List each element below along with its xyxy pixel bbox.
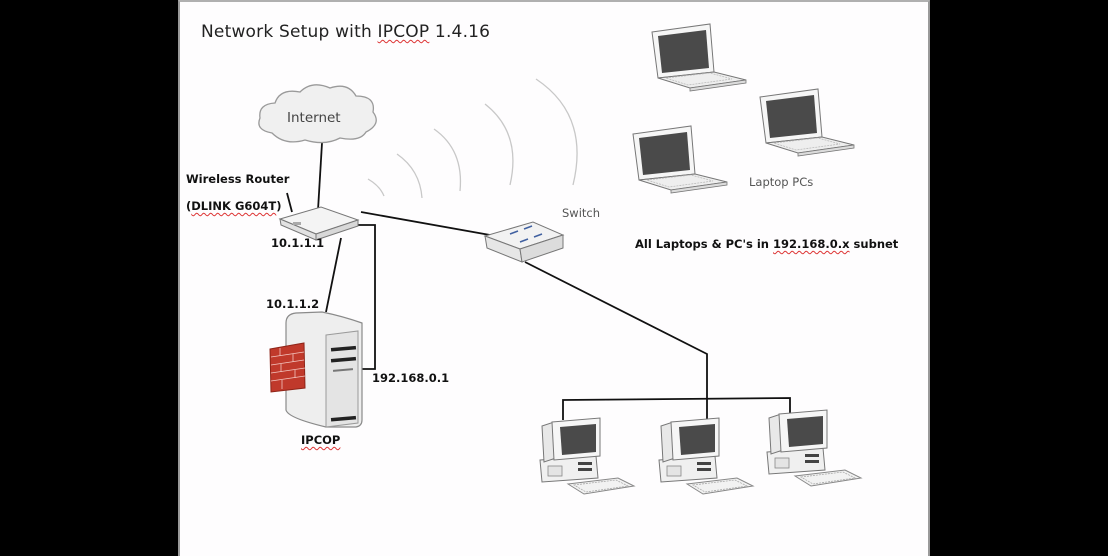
switch-icon: [483, 221, 565, 263]
ipcop-wan-ip-label: 10.1.1.2: [266, 297, 320, 311]
cloud-icon: [258, 84, 377, 144]
link-router-ipcop-lan: [352, 224, 376, 370]
router-model: DLINK G604T: [191, 199, 277, 213]
ipcop-lan-ip-label: 192.168.0.1: [372, 371, 450, 385]
router-model-paren-open: (: [186, 199, 192, 213]
desktop-pc-icon: [658, 417, 755, 495]
ipcop-label: IPCOP: [301, 433, 341, 447]
wave-2: [396, 153, 423, 199]
router-model-paren-close: ): [276, 199, 282, 213]
subnet-note-prefix: All Laptops & PC's in: [635, 237, 773, 251]
wave-1: [367, 178, 385, 197]
router-icon: [278, 206, 360, 241]
laptop-icon: [759, 88, 855, 157]
wave-3: [433, 128, 462, 192]
wave-5: [535, 78, 578, 186]
laptop-icon: [632, 125, 728, 194]
subnet-note: All Laptops & PC's in 192.168.0.x subnet: [635, 237, 898, 251]
wave-4: [484, 103, 514, 186]
internet-label: Internet: [287, 110, 341, 126]
laptops-group: [632, 23, 855, 194]
wireless-signal-waves: [367, 78, 578, 199]
link-router-ipcop-wan: [325, 237, 342, 313]
router-model-label: (DLINK G604T): [186, 199, 282, 213]
router-antenna: [286, 192, 293, 213]
desktop-pc-icon: [766, 409, 863, 487]
title-prefix: Network Setup with: [201, 22, 378, 42]
laptop-icon: [651, 23, 747, 92]
router-label: Wireless Router: [186, 172, 290, 186]
connections: [286, 142, 791, 420]
title-product: IPCOP: [377, 22, 430, 42]
link-switch-hub: [524, 261, 708, 398]
laptops-label: Laptop PCs: [749, 175, 814, 189]
desktop-pc-icon: [539, 417, 636, 495]
router-ip-label: 10.1.1.1: [271, 236, 325, 250]
diagram-title: Network Setup with IPCOP 1.4.16: [201, 22, 490, 42]
link-router-switch: [360, 211, 491, 236]
subnet-value: 192.168.0.x: [773, 237, 850, 251]
link-hub-pc1: [562, 397, 791, 420]
subnet-note-suffix: subnet: [849, 237, 899, 251]
switch-label: Switch: [562, 206, 601, 220]
desktops-group: [539, 409, 863, 495]
firewall-icon: [269, 342, 306, 393]
server-firewall-icon: [269, 311, 363, 428]
link-internet-router: [317, 142, 323, 211]
title-version: 1.4.16: [429, 22, 491, 42]
